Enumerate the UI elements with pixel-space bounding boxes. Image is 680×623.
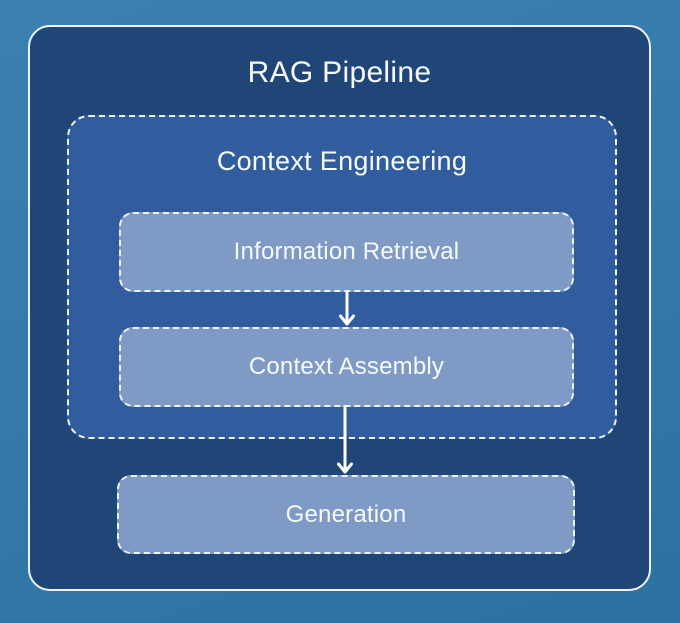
group-title: Context Engineering [216, 146, 468, 176]
down-arrow-icon [337, 292, 357, 327]
node-generation: Generation [117, 475, 575, 554]
node-label: Generation [285, 500, 407, 528]
rag-pipeline-panel: RAG Pipeline Context Engineering Informa… [28, 25, 651, 591]
down-arrow-icon [335, 405, 355, 475]
context-engineering-group: Context Engineering Information Retrieva… [67, 115, 617, 439]
page-title: RAG Pipeline [247, 56, 432, 89]
node-label: Information Retrieval [233, 238, 460, 265]
node-label: Context Assembly [248, 353, 445, 380]
node-context-assembly: Context Assembly [119, 327, 574, 407]
node-information-retrieval: Information Retrieval [119, 212, 574, 292]
